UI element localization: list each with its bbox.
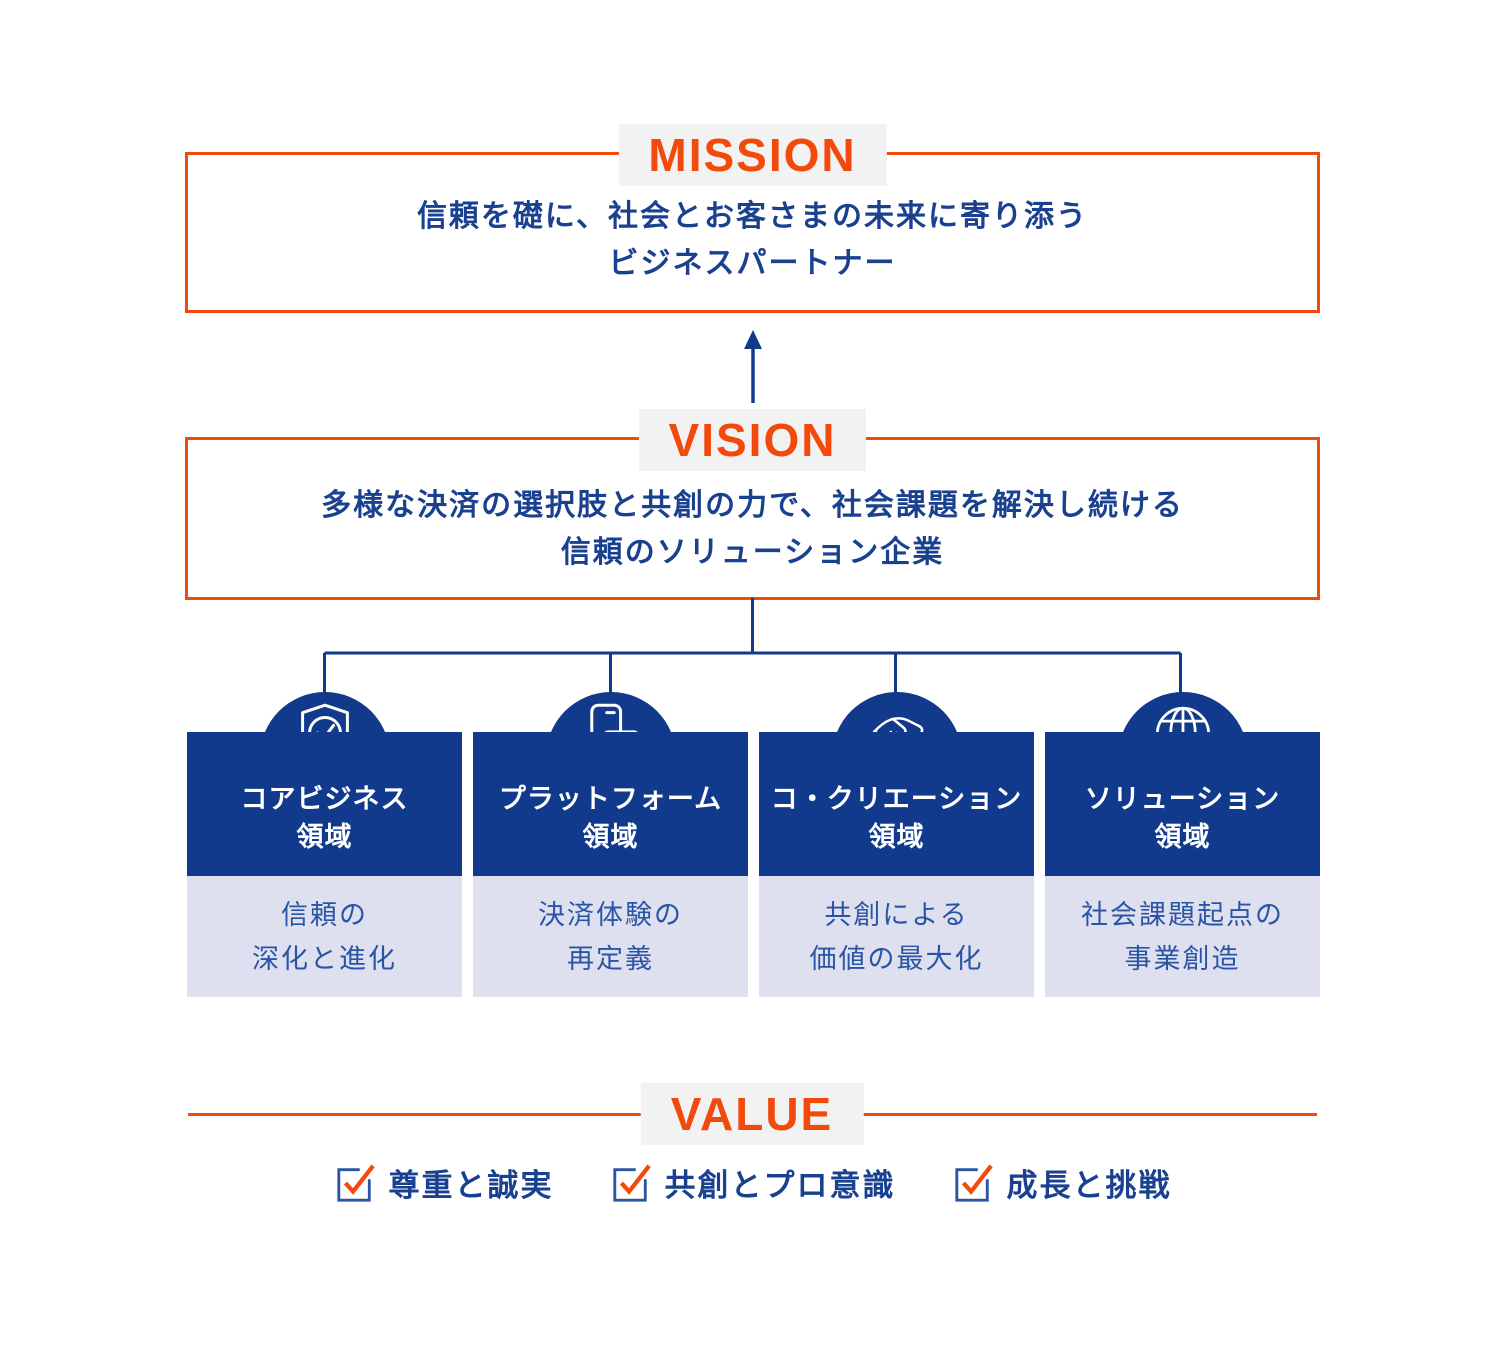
card-description: 信頼の 深化と進化 <box>187 876 462 997</box>
value-title: VALUE <box>640 1082 864 1146</box>
value-item-label: 共創とプロ意識 <box>664 1168 896 1203</box>
value-item-respect: 尊重と誠実 <box>334 1160 554 1205</box>
connector-lines <box>323 598 1182 694</box>
card-co-creation: コ・クリエーション 領域 共創による 価値の最大化 <box>759 692 1034 997</box>
vision-statement: 多様な決済の選択肢と共創の力で、社会課題を解決し続ける 信頼のソリューション企業 <box>188 482 1317 576</box>
domain-cards: コアビジネス 領域 信頼の 深化と進化 <box>187 692 1320 997</box>
value-item-co-creation: 共創とプロ意識 <box>610 1160 896 1205</box>
card-title: プラットフォーム 領域 <box>473 732 748 876</box>
mission-line-1: 信頼を礎に、社会とお客さまの未来に寄り添う <box>416 200 1089 233</box>
value-item-label: 尊重と誠実 <box>388 1168 554 1203</box>
checkbox-check-icon <box>612 1164 651 1202</box>
checkbox-check-icon <box>336 1164 375 1202</box>
checkbox-check-icon <box>954 1164 993 1202</box>
vision-title: VISION <box>638 408 867 472</box>
value-item-label: 成長と挑戦 <box>1006 1168 1172 1203</box>
vision-to-mission-arrow-icon <box>744 330 762 403</box>
card-description: 共創による 価値の最大化 <box>759 876 1034 997</box>
mission-statement: 信頼を礎に、社会とお客さまの未来に寄り添う ビジネスパートナー <box>188 193 1317 287</box>
card-title: コアビジネス 領域 <box>187 732 462 876</box>
card-solution: ソリューション 領域 社会課題起点の 事業創造 <box>1045 692 1320 997</box>
vision-line-1: 多様な決済の選択肢と共創の力で、社会課題を解決し続ける <box>321 489 1184 522</box>
card-platform: プラットフォーム 領域 決済体験の 再定義 <box>473 692 748 997</box>
card-description: 決済体験の 再定義 <box>473 876 748 997</box>
value-items: 尊重と誠実 共創とプロ意識 成長と挑戦 <box>0 1160 1505 1205</box>
vision-box: VISION 多様な決済の選択肢と共創の力で、社会課題を解決し続ける 信頼のソリ… <box>185 408 1320 600</box>
vision-line-2: 信頼のソリューション企業 <box>560 536 945 569</box>
value-item-growth: 成長と挑戦 <box>952 1160 1172 1205</box>
card-title: ソリューション 領域 <box>1045 732 1320 876</box>
mission-title: MISSION <box>618 123 887 187</box>
mission-line-2: ビジネスパートナー <box>608 247 897 280</box>
mission-box: MISSION 信頼を礎に、社会とお客さまの未来に寄り添う ビジネスパートナー <box>185 123 1320 313</box>
card-description: 社会課題起点の 事業創造 <box>1045 876 1320 997</box>
card-title: コ・クリエーション 領域 <box>759 732 1034 876</box>
card-core-business: コアビジネス 領域 信頼の 深化と進化 <box>187 692 462 997</box>
